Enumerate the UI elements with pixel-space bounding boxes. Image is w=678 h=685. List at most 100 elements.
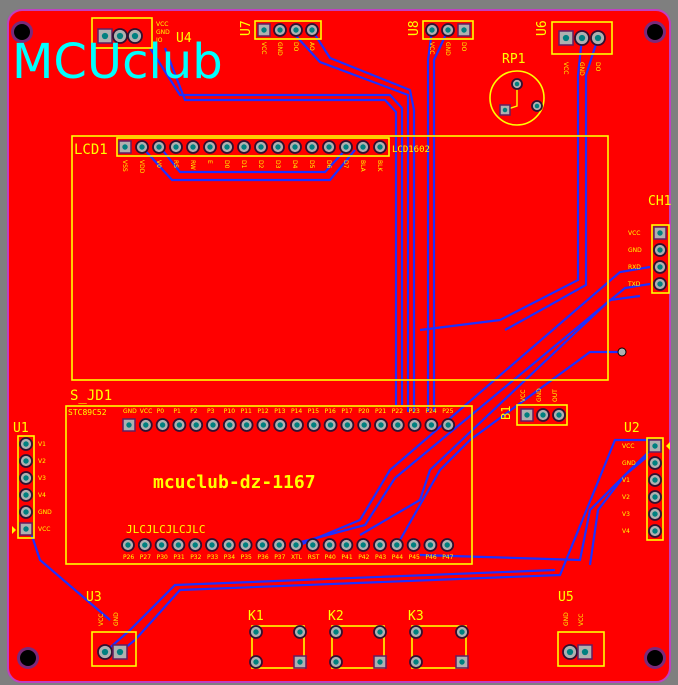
round-pad[interactable] xyxy=(138,418,153,432)
round-pad[interactable] xyxy=(254,140,268,154)
round-pad[interactable] xyxy=(256,418,271,432)
square-pad[interactable] xyxy=(653,226,667,240)
round-pad[interactable] xyxy=(293,625,307,639)
round-pad[interactable] xyxy=(407,418,422,432)
round-pad[interactable] xyxy=(648,524,662,538)
round-pad[interactable] xyxy=(340,418,355,432)
square-pad[interactable] xyxy=(19,522,33,536)
round-pad[interactable] xyxy=(562,644,578,660)
round-pad[interactable] xyxy=(648,456,662,470)
round-pad[interactable] xyxy=(112,28,128,44)
round-pad[interactable] xyxy=(339,140,353,154)
round-pad[interactable] xyxy=(127,28,143,44)
square-pad[interactable] xyxy=(457,23,471,37)
round-pad[interactable] xyxy=(552,408,566,422)
round-pad[interactable] xyxy=(172,418,187,432)
round-pad[interactable] xyxy=(19,505,33,519)
round-pad[interactable] xyxy=(186,140,200,154)
round-pad[interactable] xyxy=(189,418,204,432)
round-pad[interactable] xyxy=(455,625,469,639)
round-pad[interactable] xyxy=(356,140,370,154)
round-pad[interactable] xyxy=(441,418,456,432)
square-pad[interactable] xyxy=(112,644,128,660)
square-pad[interactable] xyxy=(257,23,271,37)
square-pad[interactable] xyxy=(455,655,469,669)
round-pad[interactable] xyxy=(653,277,667,291)
round-pad[interactable] xyxy=(305,538,320,552)
round-pad[interactable] xyxy=(511,78,523,90)
round-pad[interactable] xyxy=(373,625,387,639)
round-pad[interactable] xyxy=(238,538,253,552)
square-pad[interactable] xyxy=(648,439,662,453)
square-pad[interactable] xyxy=(118,140,132,154)
round-pad[interactable] xyxy=(19,488,33,502)
round-pad[interactable] xyxy=(329,625,343,639)
round-pad[interactable] xyxy=(329,655,343,669)
square-pad[interactable] xyxy=(373,655,387,669)
round-pad[interactable] xyxy=(409,625,423,639)
square-pad[interactable] xyxy=(97,28,113,44)
round-pad[interactable] xyxy=(237,140,251,154)
round-pad[interactable] xyxy=(271,140,285,154)
round-pad[interactable] xyxy=(222,418,237,432)
round-pad[interactable] xyxy=(135,140,149,154)
round-pad[interactable] xyxy=(220,140,234,154)
round-pad[interactable] xyxy=(249,655,263,669)
square-pad[interactable] xyxy=(558,30,574,46)
square-pad[interactable] xyxy=(520,408,534,422)
round-pad[interactable] xyxy=(423,538,438,552)
round-pad[interactable] xyxy=(288,140,302,154)
round-pad[interactable] xyxy=(389,538,404,552)
round-pad[interactable] xyxy=(273,418,288,432)
round-pad[interactable] xyxy=(171,538,186,552)
round-pad[interactable] xyxy=(648,507,662,521)
round-pad[interactable] xyxy=(536,408,550,422)
round-pad[interactable] xyxy=(653,243,667,257)
round-pad[interactable] xyxy=(406,538,421,552)
round-pad[interactable] xyxy=(425,23,439,37)
round-pad[interactable] xyxy=(374,418,388,432)
round-pad[interactable] xyxy=(188,538,203,552)
round-pad[interactable] xyxy=(323,418,338,432)
round-pad[interactable] xyxy=(137,538,152,552)
round-pad[interactable] xyxy=(322,140,336,154)
round-pad[interactable] xyxy=(205,538,219,552)
round-pad[interactable] xyxy=(206,418,220,432)
round-pad[interactable] xyxy=(531,100,543,112)
round-pad[interactable] xyxy=(203,140,217,154)
round-pad[interactable] xyxy=(249,625,263,639)
round-pad[interactable] xyxy=(339,538,354,552)
round-pad[interactable] xyxy=(322,538,337,552)
round-pad[interactable] xyxy=(357,418,372,432)
round-pad[interactable] xyxy=(97,644,113,660)
round-pad[interactable] xyxy=(373,140,387,154)
round-pad[interactable] xyxy=(152,140,166,154)
round-pad[interactable] xyxy=(305,23,319,37)
round-pad[interactable] xyxy=(19,454,33,468)
round-pad[interactable] xyxy=(239,418,254,432)
round-pad[interactable] xyxy=(305,140,319,154)
round-pad[interactable] xyxy=(440,538,455,552)
round-pad[interactable] xyxy=(155,418,170,432)
round-pad[interactable] xyxy=(289,538,303,552)
round-pad[interactable] xyxy=(19,471,33,485)
round-pad[interactable] xyxy=(648,473,662,487)
round-pad[interactable] xyxy=(289,23,303,37)
round-pad[interactable] xyxy=(255,538,270,552)
round-pad[interactable] xyxy=(574,30,590,46)
round-pad[interactable] xyxy=(19,437,33,451)
round-pad[interactable] xyxy=(221,538,236,552)
round-pad[interactable] xyxy=(273,23,287,37)
square-pad[interactable] xyxy=(293,655,307,669)
square-pad[interactable] xyxy=(577,644,593,660)
round-pad[interactable] xyxy=(653,260,667,274)
round-pad[interactable] xyxy=(169,140,183,154)
round-pad[interactable] xyxy=(390,418,405,432)
round-pad[interactable] xyxy=(121,538,135,552)
round-pad[interactable] xyxy=(373,538,387,552)
round-pad[interactable] xyxy=(441,23,455,37)
round-pad[interactable] xyxy=(648,490,662,504)
round-pad[interactable] xyxy=(409,655,423,669)
